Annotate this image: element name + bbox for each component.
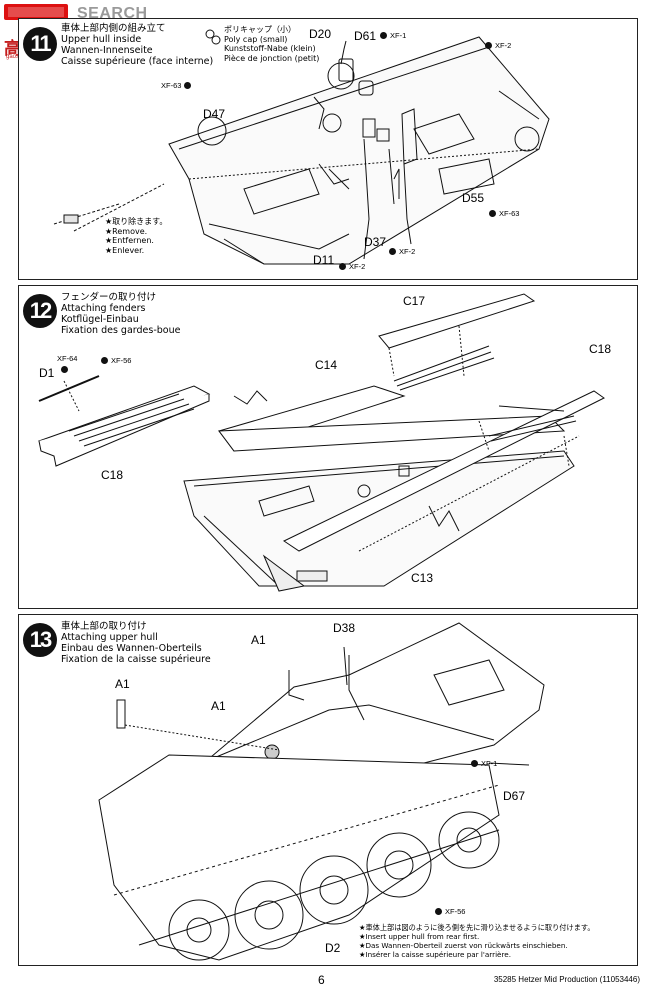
- polycap-en: Poly cap (small): [224, 34, 288, 44]
- paint-label: XF-64: [57, 354, 78, 363]
- paint-dot-icon: [435, 908, 442, 915]
- step-number: 13: [29, 627, 53, 652]
- part-a1: A1: [251, 633, 266, 647]
- step-number: 11: [30, 31, 51, 56]
- part-d55: D55: [462, 191, 485, 205]
- part-d11: D11: [313, 253, 335, 267]
- paint-label: XF-1: [481, 759, 498, 768]
- upper-hull-attach-drawing: [98, 622, 545, 961]
- title-en: Attaching fenders: [61, 303, 146, 314]
- page-number: 6: [318, 973, 325, 987]
- title-en: Attaching upper hull: [61, 632, 158, 643]
- note-ja: ★車体上部は図のように後ろ側を先に滑り込ませるように取り付けます。: [359, 923, 595, 932]
- paint-label: XF-2: [495, 41, 512, 50]
- title-fr: Fixation des gardes-boue: [61, 325, 181, 336]
- paint-label: XF-63: [499, 209, 520, 218]
- paint-dot-icon: [471, 760, 478, 767]
- part-d67: D67: [503, 789, 526, 803]
- part-d47: D47: [203, 107, 226, 121]
- fender-drawing: [38, 293, 605, 592]
- step-12-panel: 12 フェンダーの取り付け Attaching fenders Kotflüge…: [18, 285, 638, 609]
- part-c18: C18: [589, 342, 612, 356]
- title-de: Einbau des Wannen-Oberteils: [61, 643, 202, 654]
- paint-dot-icon: [184, 82, 192, 89]
- watermark-search: SEARCH: [77, 5, 148, 22]
- paint-dot-icon: [389, 248, 396, 255]
- remove-fr: ★Enlever.: [105, 245, 145, 255]
- title-ja: 車体上部内側の組み立て: [61, 23, 166, 34]
- step-number: 12: [29, 298, 53, 323]
- title-en: Upper hull inside: [61, 34, 142, 45]
- paint-label: XF-2: [349, 262, 366, 271]
- step-13-panel: 13 車体上部の取り付け Attaching upper hull Einbau…: [18, 614, 638, 966]
- brand-logo: [4, 4, 68, 20]
- paint-xf63-b: XF-63: [489, 209, 519, 218]
- part-d37: D37: [364, 235, 387, 249]
- step-number-badge: 13: [23, 623, 57, 657]
- title-de: Kotflügel-Einbau: [61, 314, 139, 325]
- title-de: Wannen-Innenseite: [61, 45, 153, 56]
- paint-label: XF-1: [390, 31, 407, 40]
- note-en: ★Insert upper hull from rear first.: [359, 932, 480, 941]
- note-fr: ★Insérer la caisse supérieure par l'arri…: [359, 950, 511, 959]
- part-d61: D61: [354, 29, 377, 43]
- part-c18-b: C18: [101, 468, 124, 482]
- paint-xf1: XF-1: [471, 759, 497, 768]
- part-d38: D38: [333, 621, 356, 635]
- remove-de: ★Entfernen.: [105, 236, 154, 245]
- title-ja: 車体上部の取り付け: [61, 621, 147, 632]
- note-de: ★Das Wannen-Oberteil zuerst von rückwärt…: [359, 941, 568, 950]
- paint-xf1: XF-1: [380, 31, 406, 40]
- step-title: 車体上部の取り付け Attaching upper hull Einbau de…: [61, 621, 211, 665]
- paint-xf2-b: XF-2: [389, 247, 415, 256]
- paint-xf2-c: XF-2: [339, 262, 365, 271]
- paint-dot-icon: [489, 210, 496, 217]
- part-d2: D2: [325, 941, 341, 955]
- remove-en: ★Remove.: [105, 226, 148, 236]
- remove-ja: ★取り除きます。: [105, 217, 168, 226]
- part-d20: D20: [309, 27, 332, 41]
- part-d1: D1: [39, 366, 55, 380]
- part-c17: C17: [403, 294, 426, 308]
- step-number-badge: 11: [23, 27, 57, 61]
- paint-xf2: XF-2: [485, 41, 511, 50]
- step13-note: ★車体上部は図のように後ろ側を先に滑り込ませるように取り付けます。 ★Inser…: [359, 923, 595, 959]
- part-c14: C14: [315, 358, 338, 372]
- step-title: 車体上部内側の組み立て Upper hull inside Wannen-Inn…: [61, 23, 213, 67]
- remove-note: ★取り除きます。 ★Remove. ★Entfernen. ★Enlever.: [105, 217, 167, 255]
- polycap-de: Kunststoff-Nabe (klein): [224, 44, 316, 53]
- step-number-badge: 12: [23, 294, 57, 328]
- paint-xf56: XF-56: [101, 356, 131, 365]
- paint-dot-icon: [101, 357, 108, 364]
- title-fr: Fixation de la caisse supérieure: [61, 654, 211, 665]
- step-11-panel: 11 車体上部内側の組み立て Upper hull inside Wannen-…: [18, 18, 638, 280]
- paint-label: XF-56: [111, 356, 132, 365]
- part-a1-c: A1: [211, 699, 226, 713]
- polycap-icon: [205, 29, 221, 45]
- paint-label: XF-2: [399, 247, 416, 256]
- paint-dot-icon: [380, 32, 387, 39]
- paint-dot-icon: [485, 42, 492, 49]
- polycap-note: ポリキャップ（小） Poly cap (small) Kunststoff-Na…: [224, 25, 319, 63]
- title-ja: フェンダーの取り付け: [61, 292, 157, 303]
- title-fr: Caisse supérieure (face interne): [61, 56, 214, 67]
- paint-dot-icon: [339, 263, 346, 270]
- paint-label: XF-56: [445, 907, 466, 916]
- part-c13: C13: [411, 571, 434, 585]
- polycap-ja: ポリキャップ（小）: [224, 25, 296, 34]
- part-a1-b: A1: [115, 677, 130, 691]
- paint-dot-icon: [61, 366, 68, 373]
- paint-label: XF-63: [161, 81, 182, 90]
- paint-xf64: XF-64: [57, 354, 77, 363]
- step-title: フェンダーの取り付け Attaching fenders Kotflügel-E…: [61, 292, 180, 336]
- paint-xf56: XF-56: [435, 907, 465, 916]
- upper-hull-inside-drawing: [53, 36, 550, 265]
- paint-xf63: XF-63: [161, 81, 192, 90]
- product-code: 35285 Hetzer Mid Production (11053446): [493, 975, 640, 984]
- polycap-fr: Pièce de jonction (petit): [224, 53, 320, 63]
